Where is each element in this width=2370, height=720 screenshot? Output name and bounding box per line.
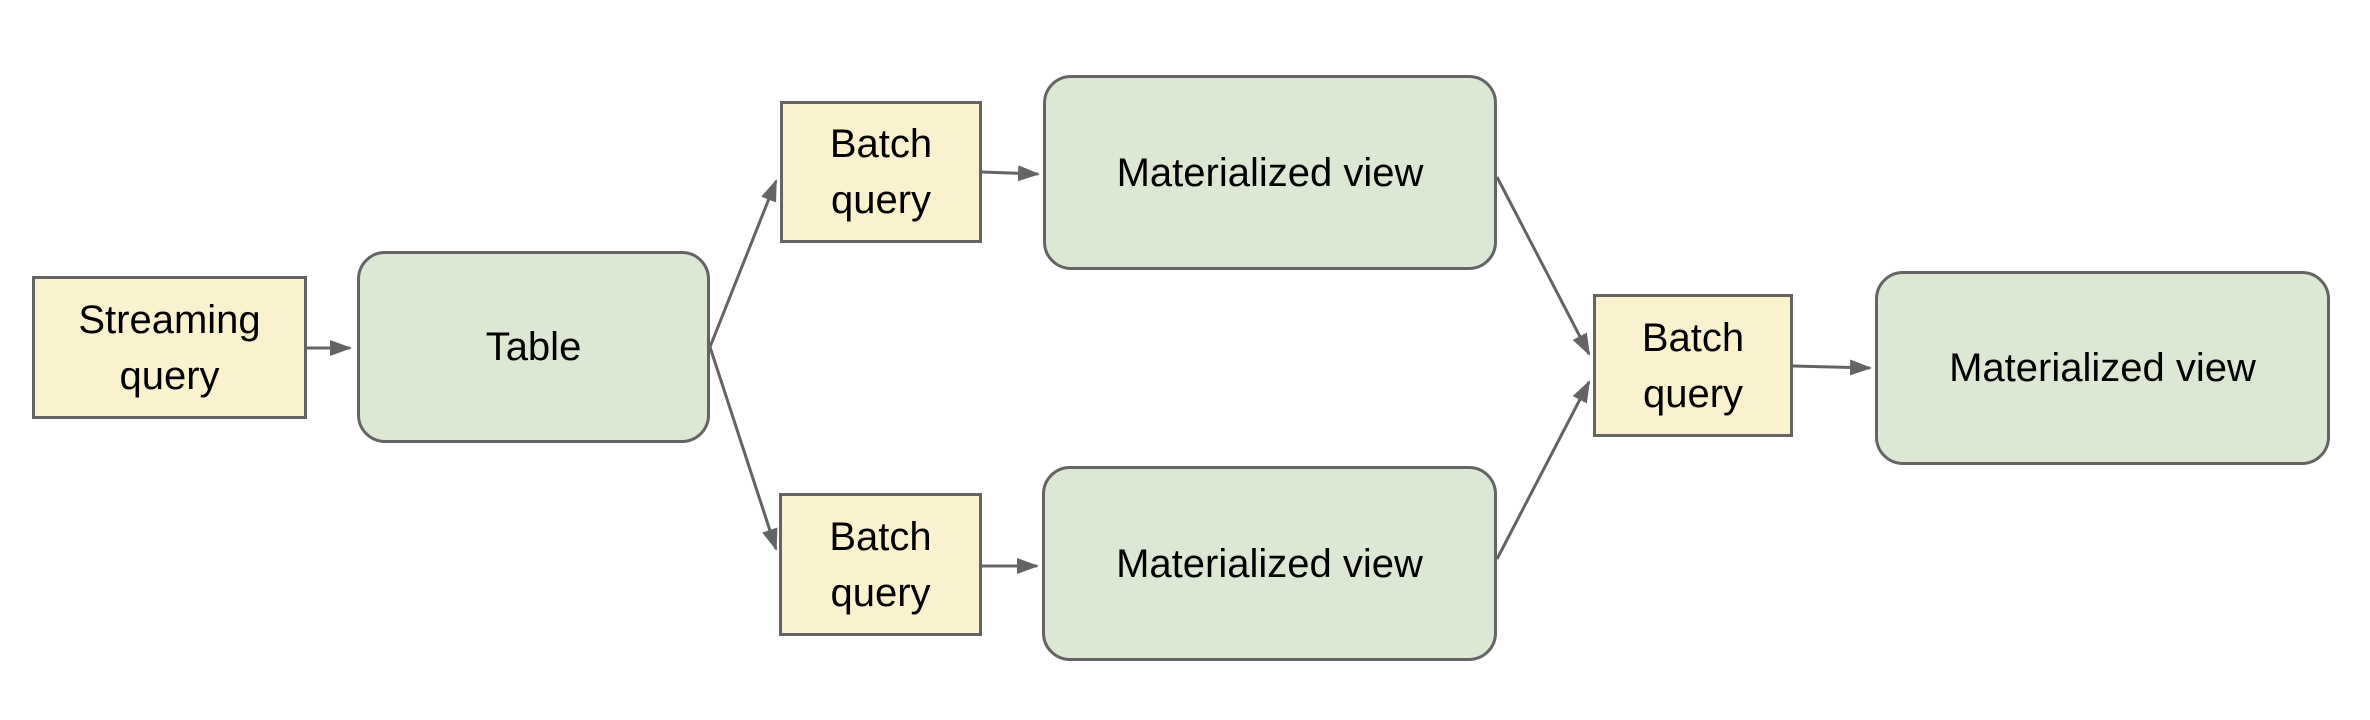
node-materialized-view-bottom: Materialized view: [1042, 466, 1497, 661]
node-batch-query-top: Batch query: [780, 101, 982, 243]
batch-query-bottom-label: Batch query: [829, 514, 932, 615]
batch-query-top-label: Batch query: [829, 122, 933, 222]
edge-table-to-batch-bottom: [708, 346, 778, 551]
node-batch-query-bottom: Batch query: [779, 493, 982, 636]
materialized-view-top-label: Materialized view: [1116, 150, 1424, 195]
node-streaming-query: Streaming query: [32, 276, 307, 419]
materialized-view-bottom-label: Materialized view: [1116, 541, 1423, 586]
edge-mv-top-to-batch-merge: [1495, 176, 1591, 356]
edge-mv-bottom-to-batch-merge: [1495, 380, 1591, 560]
edge-table-to-batch-top: [708, 179, 778, 348]
node-materialized-view-top: Materialized view: [1043, 75, 1497, 270]
node-materialized-view-final: Materialized view: [1875, 271, 2330, 465]
edge-batch-merge-to-mv-final: [1792, 359, 1872, 376]
materialized-view-final-label: Materialized view: [1949, 346, 2256, 390]
edge-batch-top-to-mv-top: [981, 165, 1040, 182]
node-batch-query-merge: Batch query: [1593, 294, 1793, 437]
table-label: Table: [485, 325, 582, 369]
node-table: Table: [357, 251, 710, 443]
streaming-query-label: Streaming query: [78, 297, 261, 398]
batch-query-merge-label: Batch query: [1641, 315, 1745, 416]
